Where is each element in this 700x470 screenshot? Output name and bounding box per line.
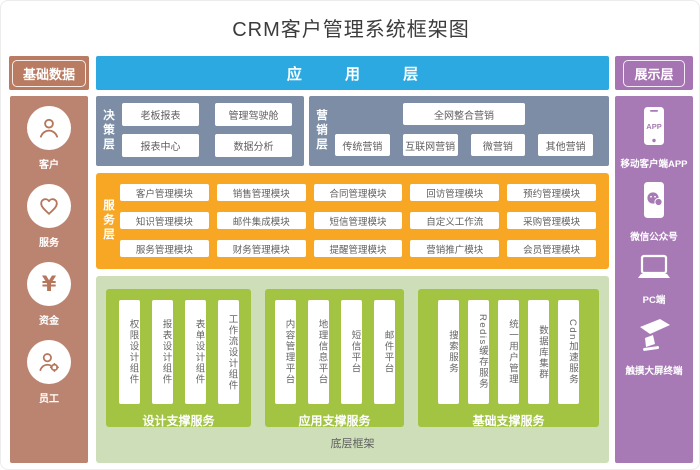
decision-items: 老板报表 管理驾驶舱 报表中心 数据分析 — [120, 96, 304, 166]
support-item-bar: 报表设计组件 — [151, 300, 173, 404]
customer-icon — [27, 106, 71, 150]
support-group-infrastructure: 搜索服务 Redis缓存服务 统一用户管理 数据库集群 Cdn加速服务 基础支撑… — [418, 289, 599, 428]
marketing-item-box: 微营销 — [470, 134, 526, 156]
service-module-box: 短信管理模块 — [313, 212, 403, 229]
support-item-bar: 短信平台 — [340, 300, 362, 404]
basic-data-item-funds: ¥ 资金 — [27, 262, 71, 327]
decision-layer-box: 决策层 老板报表 管理驾驶舱 报表中心 数据分析 — [96, 96, 304, 166]
basic-data-item-customer: 客户 — [27, 106, 71, 171]
page-title: CRM客户管理系统框架图 — [232, 18, 470, 41]
basic-data-item-label: 员工 — [39, 394, 59, 405]
employee-icon — [27, 340, 71, 384]
decision-item-box: 报表中心 — [122, 134, 199, 157]
support-group-label: 设计支撑服务 — [142, 414, 215, 428]
decision-item-box: 数据分析 — [215, 134, 292, 157]
display-item-label: 移动客户端APP — [620, 159, 688, 170]
mobile-app-icon: APP — [641, 106, 667, 151]
service-module-box: 销售管理模块 — [216, 184, 306, 201]
display-item-pc: PC端 — [635, 254, 673, 306]
service-layer-box: 服务层 客户管理模块 销售管理模块 合同管理模块 回访管理模块 预约管理模块 知… — [96, 173, 609, 269]
base-layer-box: 权限设计组件 报表设计组件 表单设计组件 工作流设计组件 设计支撑服务 内容管理… — [96, 276, 609, 463]
display-item-touch-kiosk: 触摸大屏终端 — [625, 317, 683, 377]
service-module-box: 预约管理模块 — [507, 184, 596, 201]
service-module-box: 财务管理模块 — [216, 240, 306, 257]
basic-data-item-label: 资金 — [39, 316, 59, 327]
service-module-box: 采购管理模块 — [507, 212, 596, 229]
yen-glyph: ¥ — [41, 272, 57, 296]
basic-data-header: 基础数据 — [9, 56, 89, 90]
support-group-design: 权限设计组件 报表设计组件 表单设计组件 工作流设计组件 设计支撑服务 — [106, 289, 251, 428]
base-layer-label: 底层框架 — [330, 438, 375, 450]
marketing-layer-label: 营销层 — [315, 109, 327, 153]
support-group-label: 基础支撑服务 — [472, 414, 545, 428]
service-module-box: 邮件集成模块 — [216, 212, 306, 229]
display-layer-header-label: 展示层 — [623, 59, 685, 87]
support-item-bar: 表单设计组件 — [184, 300, 206, 404]
service-layer-label: 服务层 — [102, 199, 114, 243]
decision-item-box: 老板报表 — [122, 103, 199, 126]
support-item-bar: Redis缓存服务 — [468, 300, 489, 404]
basic-data-item-label: 客户 — [39, 160, 59, 171]
app-layer-header: 应 用 层 — [96, 56, 609, 90]
decision-item-box: 管理驾驶舱 — [215, 103, 292, 126]
service-module-box: 会员管理模块 — [507, 240, 596, 257]
marketing-item-box: 其他营销 — [538, 134, 593, 156]
support-item-bar: Cdn加速服务 — [558, 300, 579, 404]
service-module-box: 营销推广模块 — [410, 240, 500, 257]
service-icon — [27, 184, 71, 228]
service-module-box: 合同管理模块 — [313, 184, 403, 201]
basic-data-header-label: 基础数据 — [11, 59, 86, 87]
support-item-bar: 工作流设计组件 — [217, 300, 239, 404]
support-item-bar: 内容管理平台 — [274, 300, 296, 404]
display-layer-header: 展示层 — [615, 56, 693, 90]
service-module-box: 回访管理模块 — [410, 184, 500, 201]
display-item-label: 触摸大屏终端 — [625, 366, 683, 377]
display-item-mobile-app: APP 移动客户端APP — [620, 106, 688, 170]
support-item-bar: 搜索服务 — [438, 300, 459, 404]
basic-data-item-service: 服务 — [27, 184, 71, 249]
support-item-bar: 地理信息平台 — [307, 300, 329, 404]
wechat-phone-icon — [641, 181, 667, 224]
decision-layer-label: 决策层 — [102, 109, 114, 153]
funds-icon: ¥ — [27, 262, 71, 306]
display-item-label: 微信公众号 — [630, 232, 678, 243]
support-item-bar: 权限设计组件 — [118, 300, 140, 404]
touch-kiosk-icon — [634, 317, 674, 358]
display-item-label: PC端 — [642, 295, 666, 306]
service-module-box: 知识管理模块 — [120, 212, 209, 229]
pc-icon — [635, 254, 673, 287]
display-layer-panel: APP 移动客户端APP 微信公众号 — [615, 96, 693, 463]
marketing-item-box: 传统营销 — [335, 134, 390, 156]
service-module-box: 客户管理模块 — [120, 184, 209, 201]
service-module-box: 自定义工作流 — [410, 212, 500, 229]
display-item-wechat: 微信公众号 — [630, 181, 678, 243]
basic-data-panel: 客户 服务 ¥ 资金 员工 — [10, 96, 88, 463]
service-module-box: 提醒管理模块 — [313, 240, 403, 257]
basic-data-item-employee: 员工 — [27, 340, 71, 405]
basic-data-item-label: 服务 — [39, 238, 59, 249]
support-item-bar: 统一用户管理 — [498, 300, 519, 404]
svg-text:APP: APP — [646, 122, 661, 131]
service-modules: 客户管理模块 销售管理模块 合同管理模块 回访管理模块 预约管理模块 知识管理模… — [120, 173, 609, 269]
app-layer-area: 决策层 老板报表 管理驾驶舱 报表中心 数据分析 营销层 全网整合营销 传统营销… — [96, 1, 609, 469]
support-group-application: 内容管理平台 地理信息平台 短信平台 邮件平台 应用支撑服务 — [265, 289, 404, 428]
marketing-item-box: 互联网营销 — [402, 134, 458, 156]
marketing-layer-box: 营销层 全网整合营销 传统营销 互联网营销 微营销 其他营销 — [309, 96, 609, 166]
service-module-box: 服务管理模块 — [120, 240, 209, 257]
support-item-bar: 数据库集群 — [528, 300, 549, 404]
support-group-label: 应用支撑服务 — [298, 414, 371, 428]
support-item-bar: 邮件平台 — [373, 300, 395, 404]
marketing-items: 全网整合营销 传统营销 互联网营销 微营销 其他营销 — [333, 96, 609, 166]
marketing-main-box: 全网整合营销 — [403, 103, 525, 125]
